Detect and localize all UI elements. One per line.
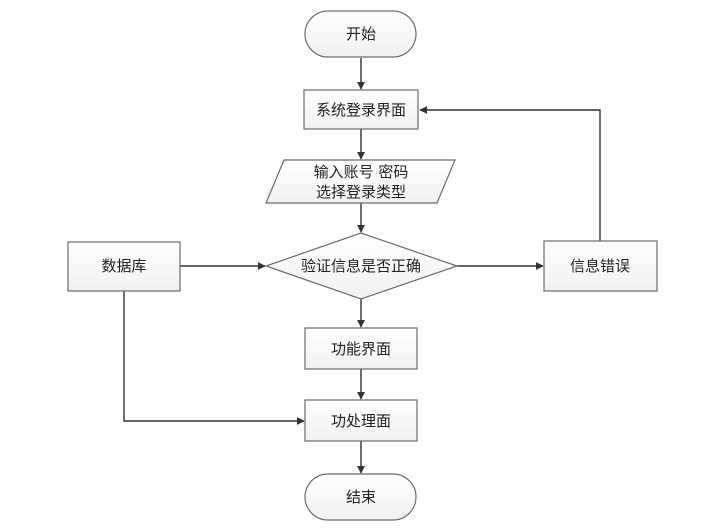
node-input-line2: 选择登录类型 [316,183,406,201]
node-database-label: 数据库 [101,257,146,275]
node-login-screen-label: 系统登录界面 [316,101,406,119]
node-processing-screen: 功处理面 [304,399,418,442]
node-input: 输入账号 密码 选择登录类型 [265,159,456,204]
node-database: 数据库 [67,241,181,292]
node-start: 开始 [304,10,417,58]
node-info-error-label: 信息错误 [570,257,630,275]
node-info-error: 信息错误 [543,240,658,292]
arrow-error-to-login [419,106,601,241]
node-processing-screen-label: 功处理面 [331,412,391,430]
node-login-screen: 系统登录界面 [303,89,419,130]
node-function-screen-label: 功能界面 [331,340,391,358]
node-verify-label: 验证信息是否正确 [301,257,421,275]
node-verify-decision: 验证信息是否正确 [264,232,459,300]
node-start-label: 开始 [346,25,376,43]
arrow-database-to-processing [123,291,305,425]
node-end: 结束 [304,473,417,521]
node-function-screen: 功能界面 [304,327,418,370]
node-end-label: 结束 [346,488,376,506]
node-input-line1: 输入账号 密码 [314,163,409,181]
